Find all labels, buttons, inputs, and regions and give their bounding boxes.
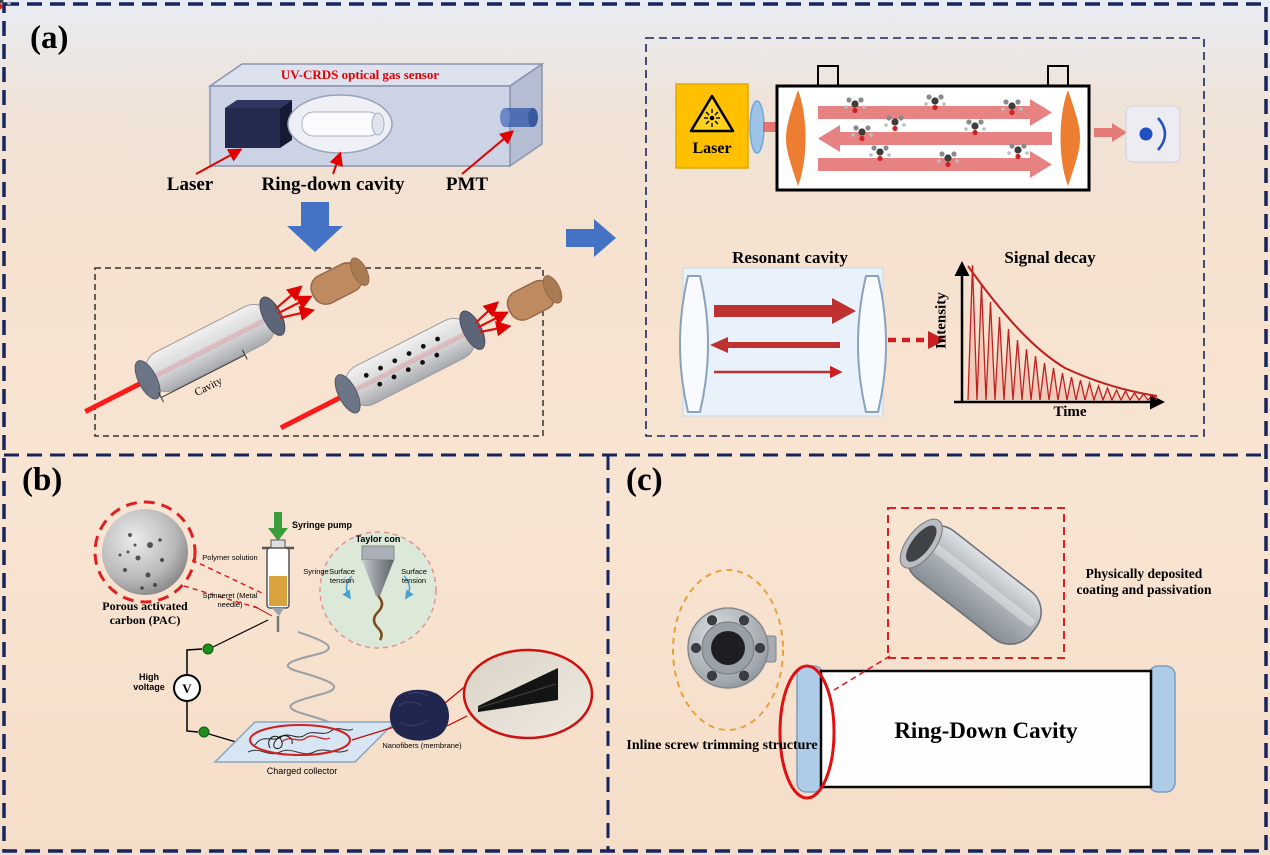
- fiber-tip-photo: [462, 648, 594, 740]
- detector: [1125, 105, 1181, 163]
- ring-down-cavity-cylinder: [778, 664, 1176, 800]
- ring-down-cavity-title: Ring-Down Cavity: [894, 718, 1078, 743]
- resonant-cavity-drawing: [679, 267, 887, 417]
- ringdown-cavity-drawing: [0, 0, 1127, 192]
- flange-photo: [672, 569, 784, 731]
- laser-source-label: Laser: [692, 140, 732, 157]
- time-axis-label: Time: [1053, 404, 1087, 420]
- left-fiber-tube: Cavity: [84, 257, 370, 414]
- crds-box-outline: [645, 37, 1205, 437]
- syringe-label: Syringe: [303, 567, 329, 576]
- coating-label: Physically deposited coating and passiva…: [1076, 566, 1212, 597]
- sensor-title: UV-CRDS optical gas sensor: [280, 67, 440, 82]
- pac-label: Porous activated carbon (PAC): [102, 599, 188, 627]
- focus-lens: [749, 100, 765, 154]
- surface-tension-left-label: Surface tension: [329, 567, 355, 585]
- blue-right-arrow: [566, 219, 616, 257]
- gas-molecules: [0, 0, 1029, 168]
- pmt-part-label: PMT: [445, 174, 489, 195]
- blue-down-arrow: [287, 202, 343, 252]
- nanofibers-label: Nanofibers (membrane): [382, 741, 462, 750]
- laser-source: [675, 83, 749, 169]
- electrospinning-drawing: V: [93, 500, 594, 763]
- panel-c-label: (c): [626, 462, 663, 498]
- intensity-axis-label: Intensity: [933, 292, 950, 349]
- ring-down-cavity-part-label: Ring-down cavity: [261, 174, 405, 195]
- high-voltage-label: High voltage: [133, 672, 165, 693]
- charged-collector-label: Charged collector: [266, 766, 338, 776]
- dashed-transfer-arrow: [888, 331, 946, 349]
- taylor-cone-label: Taylor con: [355, 534, 401, 544]
- syringe-pump-label: Syringe pump: [291, 520, 352, 530]
- pac-photo: [93, 500, 265, 609]
- taylor-cone-inset: [319, 531, 437, 649]
- voltage-circuit: V: [173, 619, 269, 743]
- screw-structure-label: Inline screw trimming structure: [626, 738, 818, 753]
- coated-tube-photo: [833, 507, 1065, 691]
- signal-decay-plot: [954, 261, 1165, 410]
- syringe-assembly: [253, 512, 294, 632]
- spinneret-label: Spinneret (Metal needle): [202, 591, 258, 609]
- polymer-solution-label: Polymer solution: [202, 553, 258, 562]
- right-fiber-tube: [279, 275, 563, 431]
- panel-b-label: (b): [22, 462, 63, 498]
- charged-collector-plate: [213, 721, 397, 763]
- panel-a-label: (a): [30, 20, 69, 56]
- spinning-jet-helix: [286, 631, 337, 735]
- beam-in: [763, 122, 777, 132]
- voltage-symbol: V: [182, 681, 192, 696]
- sensor-box-drawing: [207, 62, 545, 168]
- resonant-cavity-title: Resonant cavity: [732, 248, 848, 267]
- laser-part-label: Laser: [166, 174, 214, 195]
- tube-box-outline: [94, 267, 544, 437]
- surface-tension-right-label: Surface tension: [401, 567, 427, 585]
- signal-decay-title: Signal decay: [1004, 248, 1096, 267]
- sensor-label-arrows: [195, 130, 515, 175]
